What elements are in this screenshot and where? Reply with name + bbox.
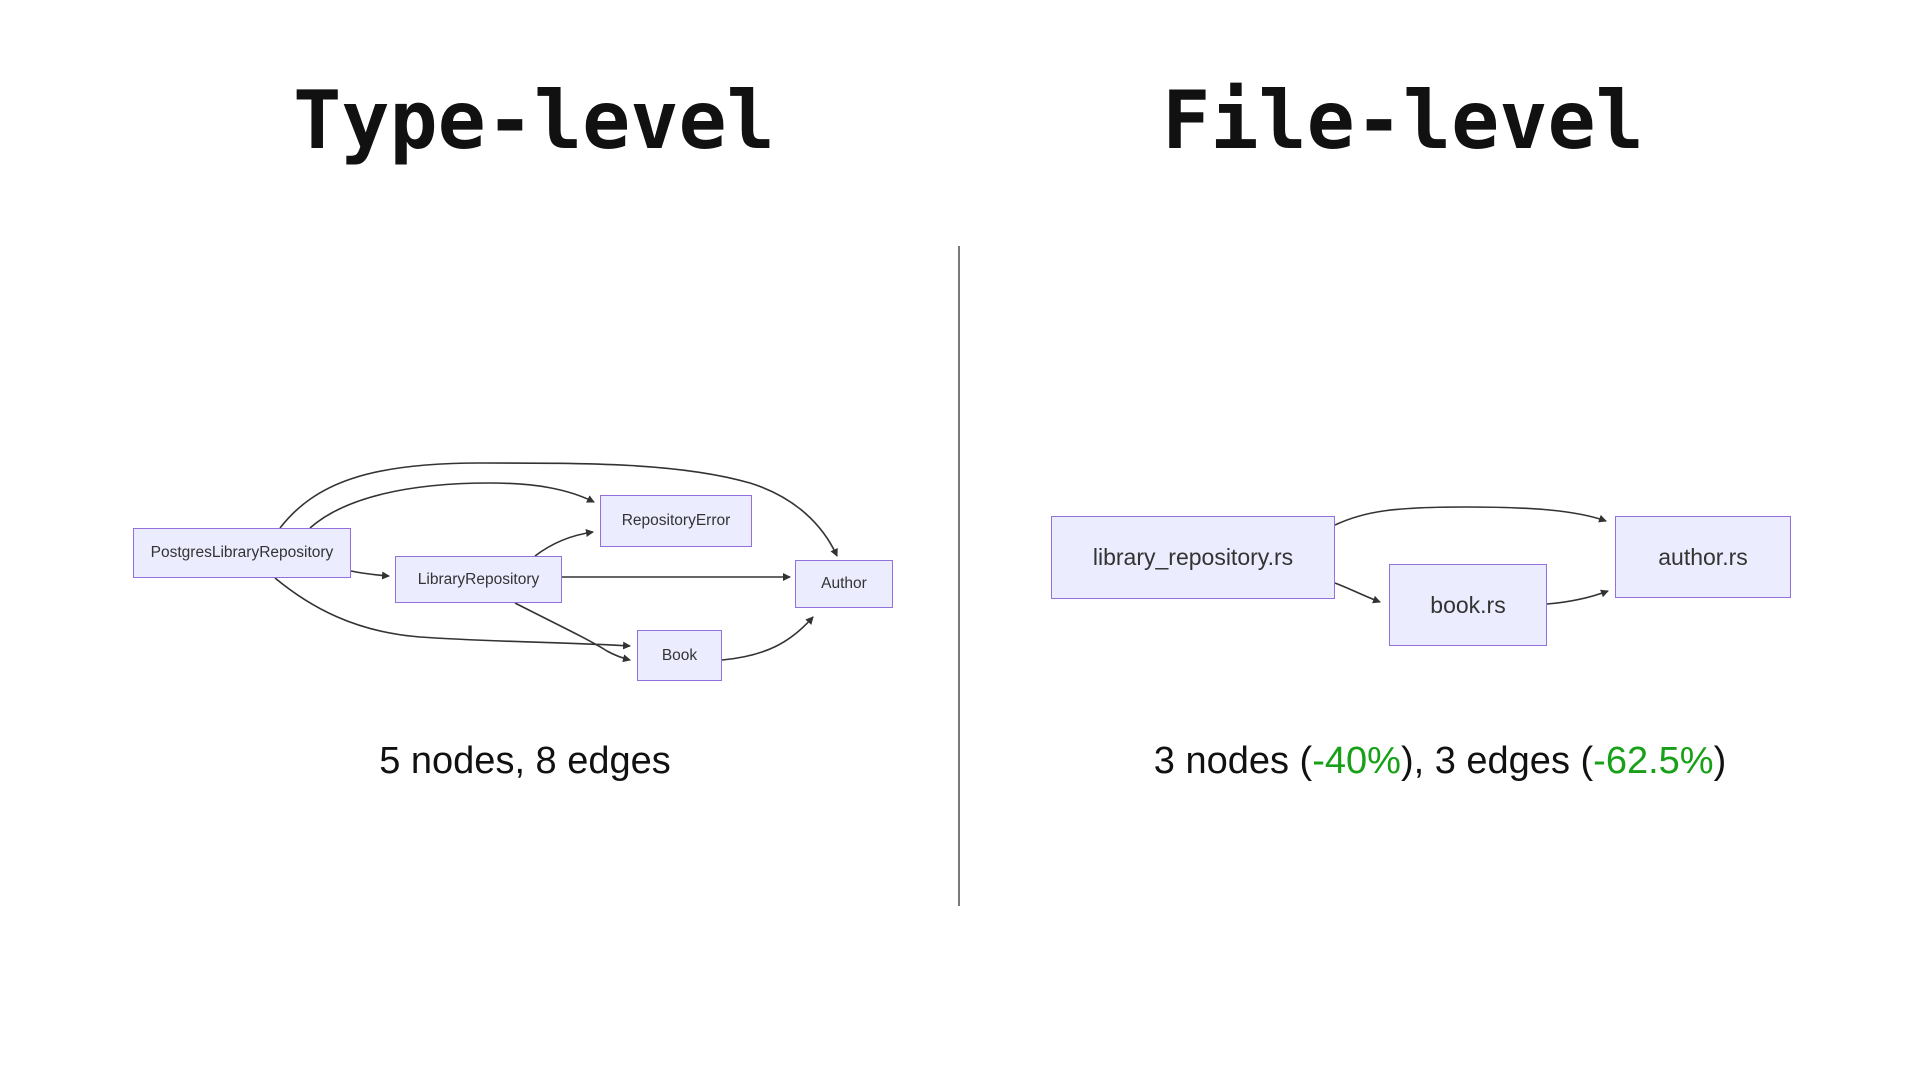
file-level-graph-edges (1334, 506, 1609, 605)
type-level-graph: PostgresLibraryRepository LibraryReposit… (120, 455, 920, 715)
edge-libraryrepositoryrs-authorrs (1334, 506, 1607, 526)
right-panel-caption: 3 nodes (-40%), 3 edges (-62.5%) (1154, 738, 1726, 784)
edge-libraryrepository-book (514, 602, 631, 663)
edge-libraryrepository-repositoryerror (534, 529, 594, 557)
caption-text-part: ) (1713, 740, 1727, 782)
node-book-rs: book.rs (1389, 564, 1547, 646)
left-panel-caption: 5 nodes, 8 edges (379, 740, 671, 782)
caption-green-nodes-delta: -40% (1312, 740, 1401, 782)
type-level-graph-edges (274, 462, 838, 663)
edge-bookrs-authorrs (1546, 589, 1609, 605)
edge-postgreslibraryrepository-author (279, 462, 838, 557)
edge-book-author (721, 616, 814, 661)
file-level-graph: library_repository.rs book.rs author.rs (1040, 490, 1820, 670)
edge-postgreslibraryrepository-libraryrepository (350, 570, 390, 580)
node-libraryrepository: LibraryRepository (395, 556, 562, 603)
node-author-rs: author.rs (1615, 516, 1791, 598)
node-postgreslibraryrepository: PostgresLibraryRepository (133, 528, 351, 578)
edge-libraryrepositoryrs-bookrs (1334, 582, 1381, 604)
node-library-repository-rs: library_repository.rs (1051, 516, 1335, 599)
caption-text-part: ), 3 edges ( (1400, 740, 1594, 782)
caption-green-edges-delta: -62.5% (1593, 740, 1714, 782)
vertical-divider (958, 246, 960, 906)
caption-text-part: 3 nodes ( (1153, 740, 1313, 782)
edge-postgreslibraryrepository-book (274, 577, 631, 650)
edge-postgreslibraryrepository-repositoryerror (309, 482, 595, 529)
node-author: Author (795, 560, 893, 608)
node-book: Book (637, 630, 722, 681)
right-panel-title: File-level (1162, 74, 1644, 167)
left-panel-title: Type-level (293, 74, 775, 167)
node-repositoryerror: RepositoryError (600, 495, 752, 547)
